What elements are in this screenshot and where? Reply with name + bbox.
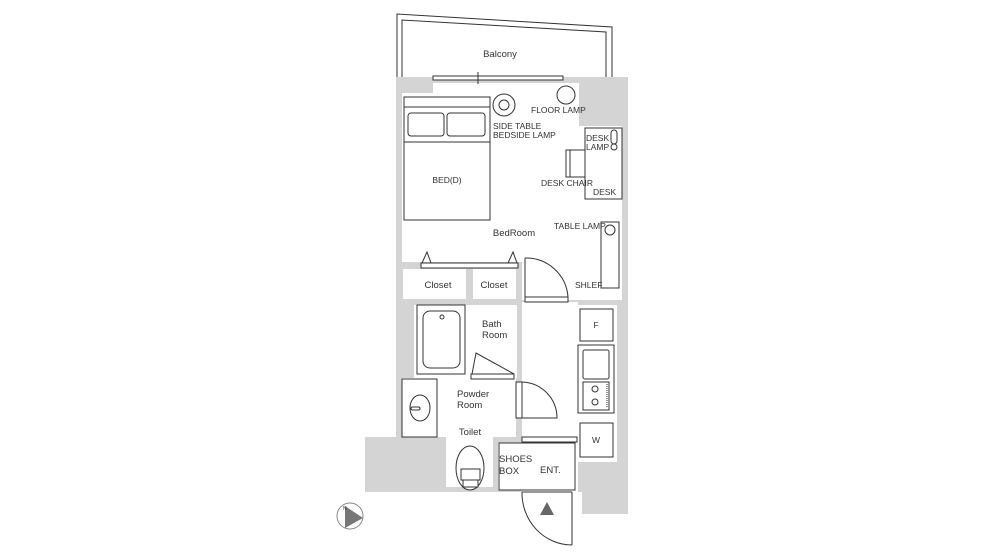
entrance-door[interactable] bbox=[521, 491, 573, 546]
powder-room-label: Powder bbox=[457, 389, 489, 400]
shelf bbox=[600, 221, 620, 289]
washer-label: W bbox=[592, 435, 600, 445]
kitchen-counter bbox=[577, 344, 615, 414]
side-table bbox=[492, 93, 516, 117]
desk-label: DESK bbox=[593, 187, 616, 197]
toilet-label: Toilet bbox=[459, 427, 482, 438]
compass-label: N bbox=[343, 506, 347, 512]
bed: BED(D) bbox=[403, 96, 491, 221]
floor-lamp-label: FLOOR LAMP bbox=[531, 105, 586, 115]
closet-label-1: Closet bbox=[425, 280, 452, 291]
bedroom-label: BedRoom bbox=[493, 228, 535, 239]
balcony-sliding-door bbox=[432, 72, 564, 84]
floor-lamp bbox=[556, 85, 576, 105]
table-lamp-label: TABLE LAMP bbox=[554, 221, 606, 231]
shelf-label: SHLEF bbox=[575, 280, 602, 290]
bedroom-door bbox=[524, 257, 569, 303]
entrance-label: ENT. bbox=[540, 465, 561, 476]
washer: W bbox=[579, 422, 614, 458]
desk-chair bbox=[565, 149, 586, 178]
desk-lamp-label: DESK bbox=[586, 133, 609, 143]
shoes-box bbox=[498, 442, 576, 491]
shoes-box-label-2: BOX bbox=[499, 466, 520, 477]
fridge: F bbox=[579, 308, 614, 342]
washbasin bbox=[401, 378, 438, 438]
side-table-label: SIDE TABLE bbox=[493, 121, 542, 131]
north-arrow-icon: N bbox=[336, 502, 364, 530]
toilet bbox=[455, 445, 485, 491]
bath-label-2: Room bbox=[482, 330, 507, 341]
bedside-lamp-label: BEDSIDE LAMP bbox=[493, 130, 556, 140]
shoes-box-label: SHOES bbox=[499, 454, 532, 465]
bath-door bbox=[470, 352, 515, 380]
entrance-step bbox=[521, 436, 578, 443]
closet-label-2: Closet bbox=[481, 280, 508, 291]
powder-room-door bbox=[515, 381, 558, 419]
closet-doors bbox=[420, 250, 519, 269]
bath-label: Bath bbox=[482, 319, 502, 330]
entrance-arrow-icon bbox=[540, 502, 554, 515]
powder-room-label-2: Room bbox=[457, 400, 482, 411]
balcony-label: Balcony bbox=[483, 49, 517, 60]
desk: DESK LAMP DESK bbox=[584, 127, 623, 200]
bed-label: BED(D) bbox=[432, 175, 461, 185]
bathtub bbox=[416, 304, 466, 375]
desk-lamp-label-2: LAMP bbox=[586, 142, 609, 152]
fridge-label: F bbox=[593, 320, 598, 330]
desk-chair-label: DESK CHAIR bbox=[541, 178, 593, 188]
balcony: Balcony bbox=[396, 13, 613, 77]
